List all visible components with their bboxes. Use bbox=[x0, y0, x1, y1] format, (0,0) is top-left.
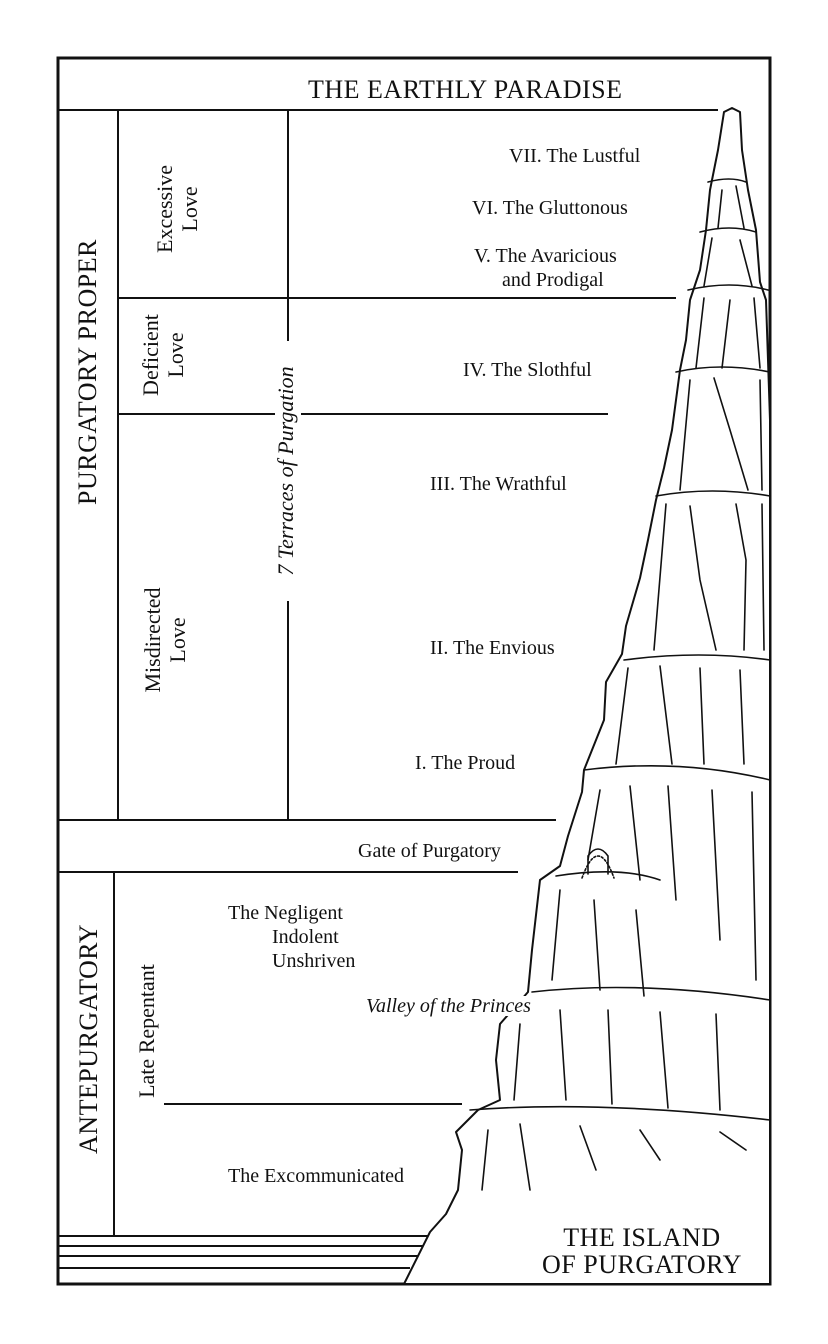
terrace-avaricious: V. The Avaricious and Prodigal bbox=[474, 245, 617, 291]
terraces-label: 7 Terraces of Purgation bbox=[273, 341, 301, 601]
gate-arch-icon bbox=[587, 848, 609, 875]
terrace-lustful: VII. The Lustful bbox=[509, 145, 641, 167]
group-negligent: The Negligent Indolent Unshriven bbox=[228, 902, 356, 972]
valley-label: Valley of the Princes bbox=[366, 995, 531, 1017]
section-label-late-repentant: Late Repentant bbox=[134, 964, 159, 1098]
terrace-gluttonous: VI. The Gluttonous bbox=[472, 197, 628, 219]
terrace-proud: I. The Proud bbox=[415, 752, 516, 774]
region-label-antepurgatory: ANTEPURGATORY bbox=[74, 924, 103, 1154]
terrace-envious: II. The Envious bbox=[430, 637, 555, 659]
island-label: THE ISLAND OF PURGATORY bbox=[538, 1222, 746, 1281]
terrace-slothful: IV. The Slothful bbox=[463, 359, 592, 381]
terrace-wrathful: III. The Wrathful bbox=[430, 473, 567, 495]
region-label-purgatory-proper: PURGATORY PROPER bbox=[73, 239, 102, 505]
mountain-illustration bbox=[403, 107, 771, 1285]
gate-label: Gate of Purgatory bbox=[358, 840, 501, 862]
page-title: THE EARTHLY PARADISE bbox=[308, 75, 623, 104]
group-excommunicated: The Excommunicated bbox=[228, 1165, 405, 1187]
